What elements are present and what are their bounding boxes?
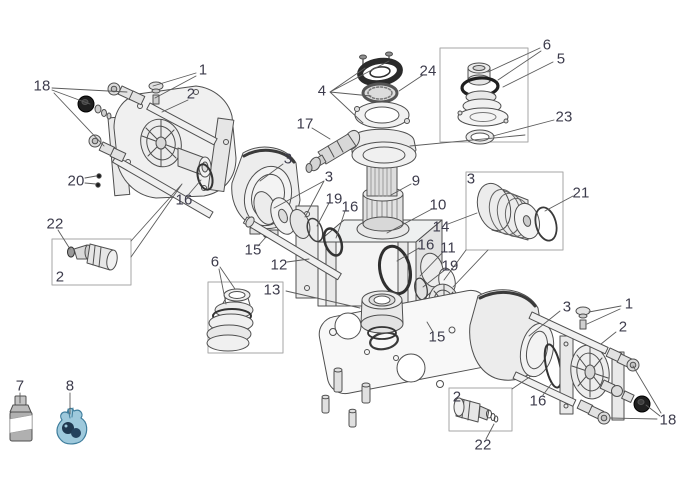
piston-kit: [476, 182, 558, 242]
screw-20b: [95, 182, 101, 188]
callout-4: 4: [317, 82, 327, 100]
oring-16-center: [322, 227, 344, 257]
rod-12: [242, 216, 342, 281]
callout-3: 3: [324, 168, 334, 186]
callout-19: 19: [441, 257, 459, 275]
callout-12: 12: [270, 256, 288, 274]
callout-1: 1: [198, 61, 208, 79]
callout-2: 2: [186, 85, 196, 103]
parts-bag: [56, 407, 88, 445]
callout-16: 16: [417, 236, 435, 254]
guide-rod: [528, 311, 609, 355]
pump-head-right: [469, 289, 651, 425]
callout-23: 23: [555, 108, 573, 126]
callout-15: 15: [428, 328, 446, 346]
suction-bell-kit: [457, 62, 509, 145]
callout-7: 7: [15, 377, 25, 395]
callout-21: 21: [572, 184, 590, 202]
cylinder-13: [360, 290, 404, 340]
callout-11: 11: [440, 239, 456, 257]
fittings-right: [576, 347, 651, 425]
guide-rod: [112, 155, 214, 219]
callout-17: 17: [296, 115, 314, 133]
callout-2: 2: [55, 268, 65, 286]
guide-rod: [146, 102, 218, 146]
valve-kit-right: [453, 397, 499, 423]
screw-20a: [96, 173, 102, 179]
oring-21: [534, 206, 558, 242]
callout-14: 14: [432, 218, 450, 236]
bellows-kit: [206, 288, 254, 352]
oring-19-left: [306, 217, 324, 243]
callout-2: 2: [618, 318, 628, 336]
oring-16-right: [378, 244, 412, 296]
callout-2: 2: [452, 388, 462, 406]
callout-16: 16: [341, 198, 359, 216]
callout-18: 18: [659, 411, 677, 429]
oil-bottle: [9, 395, 33, 442]
callout-3: 3: [562, 298, 572, 316]
callout-5: 5: [556, 50, 566, 68]
callout-22: 22: [46, 215, 64, 233]
callout-6: 6: [542, 36, 552, 54]
leader-lines: [19, 47, 662, 440]
callout-24: 24: [419, 62, 437, 80]
callout-3: 3: [466, 170, 476, 188]
callout-18: 18: [33, 77, 51, 95]
callout-20: 20: [67, 172, 85, 190]
valve-kit-left: [67, 243, 118, 271]
head-wheel-left: [140, 118, 182, 168]
callout-13: 13: [263, 281, 281, 299]
callout-15: 15: [244, 241, 262, 259]
mounting-studs: [321, 367, 371, 428]
callout-8: 8: [65, 377, 75, 395]
callout-3: 3: [283, 150, 293, 168]
oring-16-left: [196, 163, 214, 191]
callout-16: 16: [175, 191, 193, 209]
guide-rod: [512, 371, 577, 407]
callout-19: 19: [325, 190, 343, 208]
callout-10: 10: [429, 196, 447, 214]
fitting-17: [305, 129, 361, 173]
callout-6: 6: [210, 253, 220, 271]
callout-22: 22: [474, 436, 492, 454]
callout-1: 1: [624, 295, 634, 313]
fittings-left: [77, 82, 146, 163]
callout-9: 9: [411, 172, 421, 190]
bell-housing-right: [469, 289, 555, 381]
callout-16: 16: [529, 392, 547, 410]
